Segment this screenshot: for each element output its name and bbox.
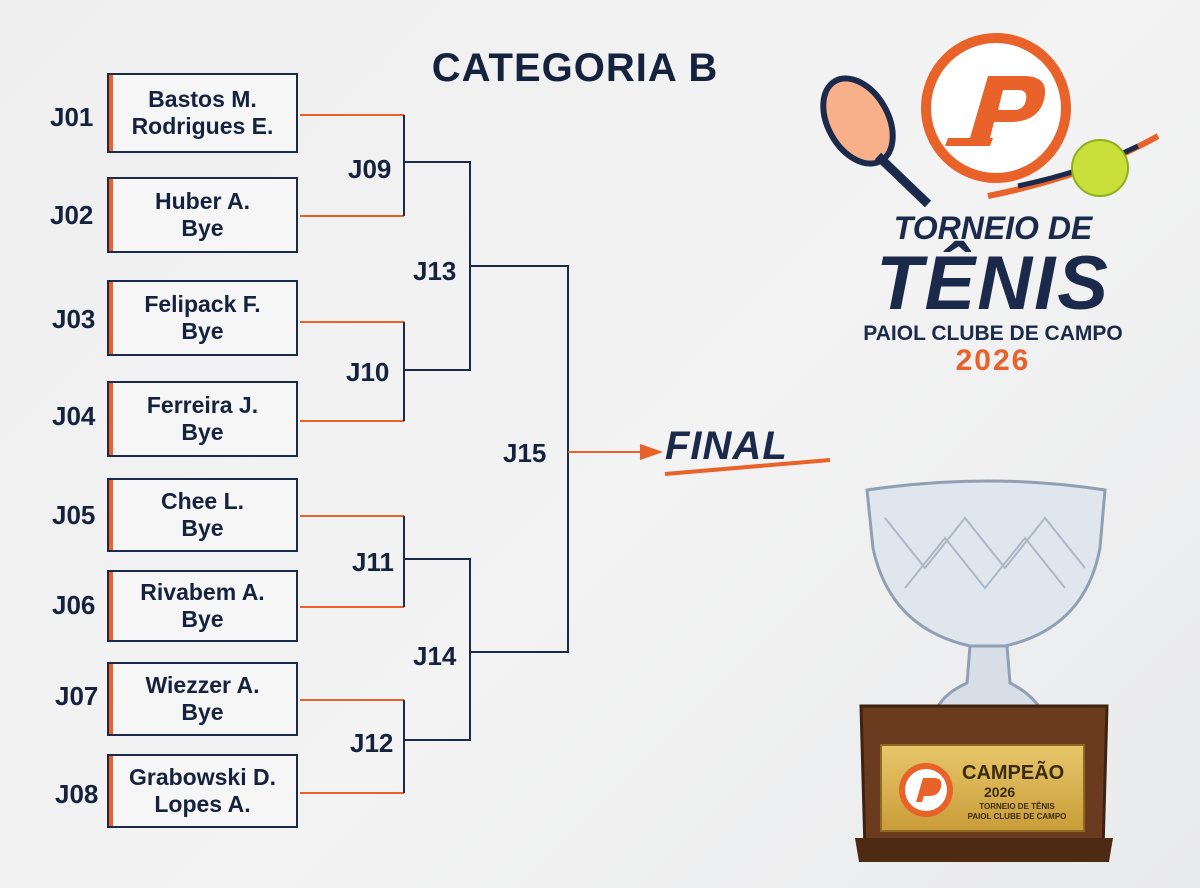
match-label: J02 bbox=[50, 200, 94, 230]
player-name: Lopes A. bbox=[154, 791, 251, 817]
logo-line2: TÊNIS bbox=[876, 241, 1110, 326]
player-name: Bye bbox=[181, 606, 224, 632]
match-label: J04 bbox=[52, 401, 96, 431]
logo-line1: TORNEIO DE bbox=[893, 210, 1093, 246]
player-name: Bye bbox=[181, 318, 224, 344]
player-name: Grabowski D. bbox=[129, 764, 276, 790]
match-label: J15 bbox=[503, 438, 547, 468]
plaque-subtitle: TORNEIO DE TÊNIS PAIOL CLUBE DE CAMPO bbox=[952, 802, 1082, 822]
match-box-j04: Ferreira J. Bye bbox=[107, 381, 298, 457]
match-label: J13 bbox=[413, 256, 457, 286]
final-label: FINAL bbox=[665, 424, 788, 468]
player-name: Wiezzer A. bbox=[145, 672, 260, 698]
plaque-logo-icon bbox=[899, 763, 953, 817]
plaque-line2: PAIOL CLUBE DE CAMPO bbox=[967, 812, 1067, 821]
plaque-line1: TORNEIO DE TÊNIS bbox=[979, 802, 1055, 811]
match-box-j05: Chee L. Bye bbox=[107, 478, 298, 552]
player-name: Huber A. bbox=[155, 188, 250, 214]
tournament-logo: TORNEIO DE TÊNIS PAIOL CLUBE DE CAMPO 20… bbox=[818, 26, 1168, 386]
player-name: Bye bbox=[181, 515, 224, 541]
match-label: J07 bbox=[55, 681, 99, 711]
match-label: J08 bbox=[55, 779, 99, 809]
logo-year: 2026 bbox=[955, 344, 1031, 377]
tennis-logo-icon bbox=[820, 33, 1160, 208]
match-label: J12 bbox=[350, 728, 394, 758]
match-label: J01 bbox=[50, 102, 94, 132]
match-box-j07: Wiezzer A. Bye bbox=[107, 662, 298, 736]
player-name: Bastos M. bbox=[148, 86, 257, 112]
player-name: Bye bbox=[181, 215, 224, 241]
match-label: J14 bbox=[413, 641, 457, 671]
player-name: Chee L. bbox=[160, 488, 245, 514]
match-label: J09 bbox=[348, 154, 392, 184]
match-label: J03 bbox=[52, 304, 96, 334]
match-label: J10 bbox=[346, 357, 390, 387]
match-label: J05 bbox=[52, 500, 96, 530]
player-name: Felipack F. bbox=[144, 291, 261, 317]
plaque-year: 2026 bbox=[984, 784, 1016, 800]
player-name: Ferreira J. bbox=[146, 392, 259, 418]
trophy-plaque: CAMPEÃO 2026 TORNEIO DE TÊNIS PAIOL CLUB… bbox=[880, 744, 1085, 832]
plaque-title: CAMPEÃO bbox=[962, 762, 1065, 784]
match-label: J11 bbox=[352, 547, 394, 577]
player-name: Bye bbox=[181, 699, 224, 725]
match-box-j06: Rivabem A. Bye bbox=[107, 570, 298, 642]
logo-line3: PAIOL CLUBE DE CAMPO bbox=[863, 322, 1123, 345]
page-title: CATEGORIA B bbox=[431, 46, 719, 90]
match-box-j01: Bastos M. Rodrigues E. bbox=[107, 73, 298, 153]
match-box-j08: Grabowski D. Lopes A. bbox=[107, 754, 298, 828]
player-name: Rodrigues E. bbox=[131, 113, 274, 139]
match-label: J06 bbox=[52, 590, 96, 620]
player-name: Rivabem A. bbox=[140, 579, 265, 605]
match-box-j02: Huber A. Bye bbox=[107, 177, 298, 253]
player-name: Bye bbox=[181, 419, 224, 445]
match-box-j03: Felipack F. Bye bbox=[107, 280, 298, 356]
